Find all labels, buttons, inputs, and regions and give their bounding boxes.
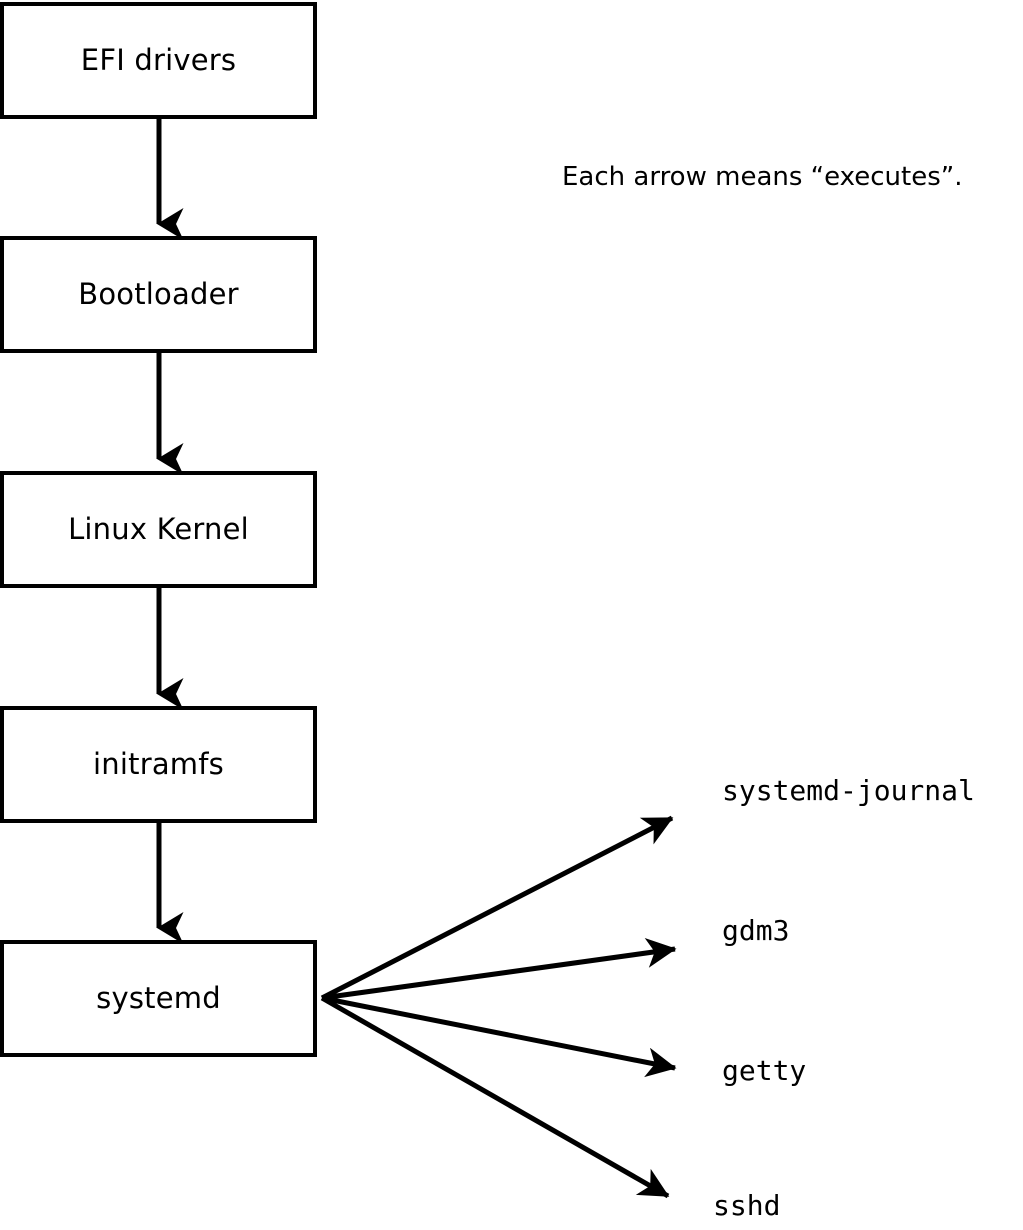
- stage-box-efi-drivers: EFI drivers: [0, 2, 317, 119]
- service-label-sshd: sshd: [713, 1189, 781, 1222]
- service-fan-arrows-group: [320, 815, 677, 1199]
- arrow-systemd-to-systemd-journal: [320, 815, 674, 1001]
- stage-label-efi-drivers: EFI drivers: [80, 43, 237, 77]
- stage-box-linux-kernel: Linux Kernel: [0, 471, 317, 588]
- stage-box-bootloader: Bootloader: [0, 236, 317, 353]
- service-label-gdm3: gdm3: [722, 914, 790, 947]
- service-label-getty: getty: [722, 1054, 807, 1087]
- arrow-systemd-to-gdm3: [321, 938, 677, 1001]
- stage-box-initramfs: initramfs: [0, 706, 317, 823]
- arrow-systemd-to-sshd: [320, 995, 670, 1199]
- stage-label-systemd: systemd: [96, 981, 221, 1015]
- stage-box-systemd: systemd: [0, 940, 317, 1057]
- diagram-caption: Each arrow means “executes”.: [562, 162, 963, 192]
- stage-label-linux-kernel: Linux Kernel: [68, 512, 249, 546]
- service-label-systemd-journal: systemd-journal: [722, 774, 975, 807]
- arrow-systemd-to-getty: [321, 995, 677, 1078]
- stage-label-bootloader: Bootloader: [78, 277, 239, 311]
- stage-label-initramfs: initramfs: [93, 747, 224, 781]
